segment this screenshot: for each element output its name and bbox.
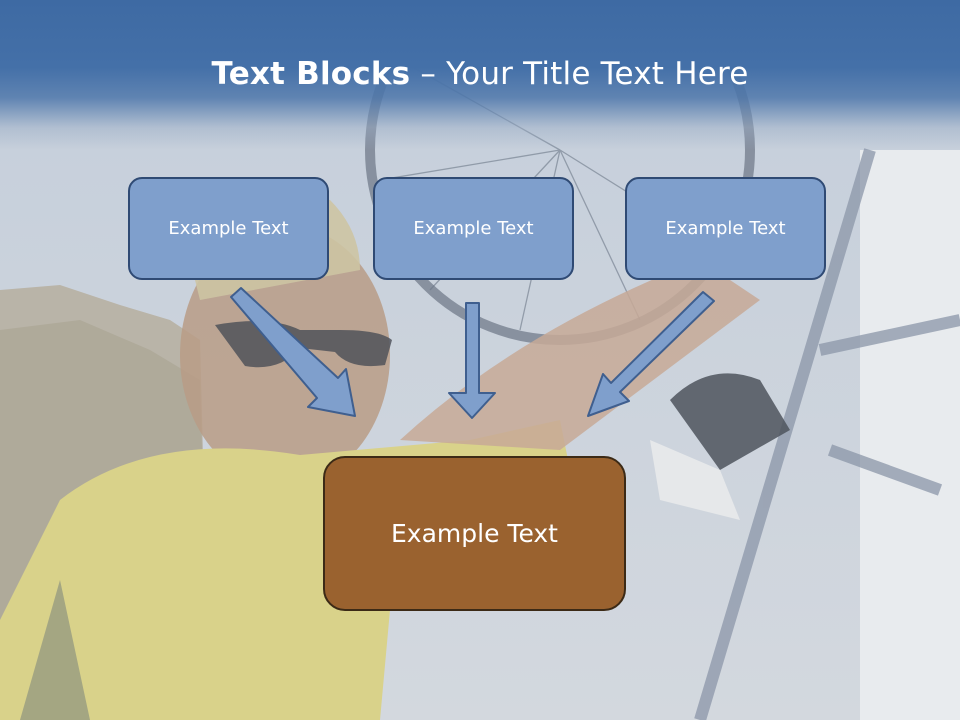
title-separator: – (410, 56, 447, 92)
main-text-block-label: Example Text (391, 519, 558, 548)
slide-title: Text Blocks – Your Title Text Here (0, 52, 960, 96)
text-block-1[interactable]: Example Text (128, 177, 329, 280)
title-bold: Text Blocks (211, 56, 411, 92)
text-block-1-label: Example Text (168, 218, 289, 239)
arrow-center (448, 302, 496, 419)
main-text-block[interactable]: Example Text (323, 456, 626, 611)
arrow-right (587, 291, 715, 417)
text-block-2-label: Example Text (413, 218, 534, 239)
text-block-2[interactable]: Example Text (373, 177, 574, 280)
arrow-left (230, 287, 356, 417)
title-band (0, 0, 960, 150)
text-block-3-label: Example Text (665, 218, 786, 239)
text-block-3[interactable]: Example Text (625, 177, 826, 280)
title-rest: Your Title Text Here (446, 56, 749, 92)
